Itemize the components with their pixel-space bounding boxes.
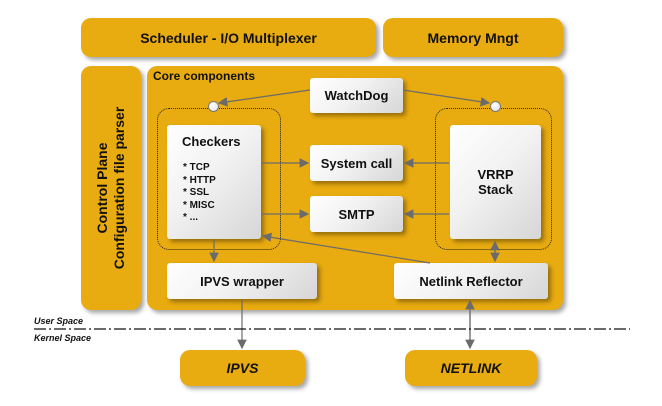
- checker-item-more: * ...: [183, 212, 199, 223]
- checkers-title: Checkers: [182, 134, 241, 149]
- checker-item-tcp: * TCP: [183, 162, 210, 173]
- vrrp-connector-bulb: [490, 101, 501, 112]
- netlink-kernel-label: NETLINK: [440, 360, 502, 376]
- ipvs-wrapper-box: IPVS wrapper: [167, 263, 317, 299]
- system-call-box: System call: [310, 145, 403, 181]
- checker-item-http: * HTTP: [183, 174, 216, 186]
- watchdog-label: WatchDog: [324, 88, 389, 103]
- scheduler-block: Scheduler - I/O Multiplexer: [81, 18, 376, 57]
- checker-item-ssl: * SSL: [183, 187, 210, 198]
- core-components-title: Core components: [153, 69, 256, 83]
- user-space-label: User Space: [34, 316, 84, 326]
- watchdog-box: WatchDog: [310, 78, 403, 113]
- kernel-space-label: Kernel Space: [34, 333, 92, 343]
- vrrp-label: VRRP: [477, 167, 514, 182]
- netlink-reflector-box: Netlink Reflector: [394, 263, 548, 299]
- ipvs-kernel-label: IPVS: [226, 360, 259, 376]
- checkers-box: Checkers * TCP * HTTP * SSL * MISC * ...: [167, 125, 261, 239]
- checkers-list: * TCP * HTTP * SSL * MISC * ...: [183, 162, 216, 225]
- smtp-label: SMTP: [338, 206, 375, 222]
- watchdog-to-vrrp-arrow: [402, 89, 491, 107]
- ipvs-kernel-block: IPVS: [180, 350, 305, 386]
- netlink-kernel-block: NETLINK: [405, 350, 537, 386]
- vrrp-stack-box: VRRP Stack: [450, 125, 541, 239]
- smtp-box: SMTP: [310, 196, 403, 232]
- stack-label: Stack: [478, 182, 513, 197]
- checker-item-misc: * MISC: [183, 199, 215, 211]
- system-call-label: System call: [320, 155, 393, 171]
- ipvs-wrapper-label: IPVS wrapper: [200, 273, 284, 289]
- watchdog-to-checkers-arrow: [217, 89, 311, 107]
- netlink-reflector-label: Netlink Reflector: [419, 273, 523, 289]
- checkers-group-outline: [157, 108, 281, 250]
- scheduler-label: Scheduler - I/O Multiplexer: [140, 29, 317, 46]
- control-plane-block: Control Plane Configuration file parser: [81, 66, 141, 310]
- memory-management-block: Memory Mngt: [383, 18, 563, 57]
- netlink-reflector-to-checkers-arrow: [261, 232, 431, 264]
- memory-management-label: Memory Mngt: [427, 29, 519, 46]
